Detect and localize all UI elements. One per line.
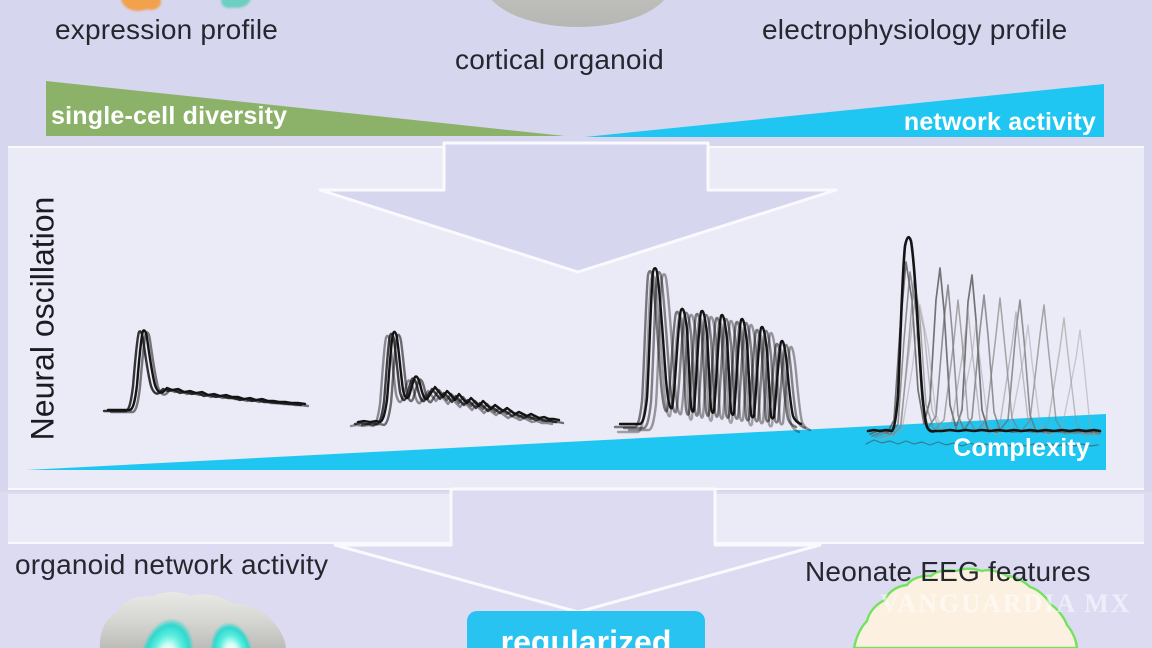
network-activity-wedge <box>585 84 1104 137</box>
regularized-box: regularized <box>467 611 705 648</box>
regularized-label: regularized <box>500 624 672 648</box>
neural-oscillation-axis: Neural oscillation <box>8 146 78 490</box>
down-arrow-bottom-icon <box>333 487 822 614</box>
glow-left-icon <box>141 614 195 648</box>
single-cell-diversity-wedge <box>46 81 565 136</box>
complexity-label: Complexity <box>953 434 1090 462</box>
neonate-eeg-features-label: Neonate EEG features <box>805 556 1091 587</box>
waveform-trace-1 <box>102 329 310 414</box>
organoid-activity-icon <box>99 591 286 648</box>
cortical-organoid-icon <box>491 0 665 27</box>
cortical-organoid-label: cortical organoid <box>455 44 664 75</box>
glow-right-icon <box>209 619 253 648</box>
network-activity-label: network activity <box>903 108 1096 136</box>
single-cell-diversity-label: single-cell diversity <box>51 102 288 130</box>
expression-profile-label: expression profile <box>55 14 279 45</box>
bottom-left-tab <box>8 494 451 544</box>
complexity-wedge <box>26 414 1106 470</box>
bottom-right-tab <box>715 494 1144 544</box>
watermark: VANGUARDIA MX <box>880 589 1132 618</box>
neural-oscillation-label: Neural oscillation <box>24 196 61 440</box>
waveform-trace-3 <box>613 267 812 434</box>
waveform-trace-4 <box>865 236 1102 447</box>
electrophysiology-profile-label: electrophysiology profile <box>762 14 1068 45</box>
orange-cluster-blob-icon <box>121 0 161 11</box>
neonate-brain-icon <box>852 567 1079 648</box>
organoid-network-activity-label: organoid network activity <box>15 549 329 580</box>
down-arrow-top-icon <box>318 141 838 274</box>
teal-cluster-blob-icon <box>221 0 251 8</box>
waveform-trace-2 <box>349 330 565 428</box>
